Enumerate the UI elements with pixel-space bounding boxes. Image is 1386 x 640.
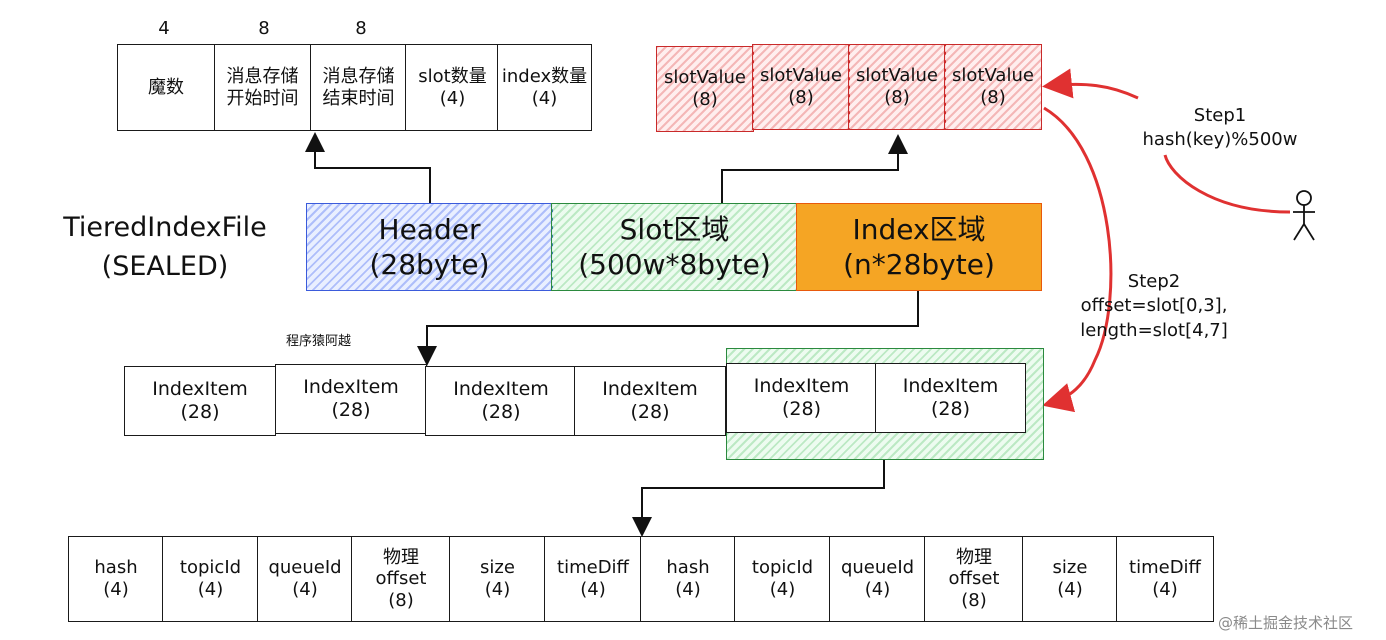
arrow-step1	[1048, 84, 1291, 214]
header-size-label: 4	[158, 18, 170, 39]
header-size-label: 8	[355, 18, 367, 39]
item-field: hash(4)	[640, 536, 736, 622]
item-field: queueId(4)	[829, 536, 926, 622]
item-field: topicId(4)	[162, 536, 259, 622]
arrow-index-to-items	[417, 291, 919, 366]
header-field-end-time: 消息存储 结束时间	[310, 44, 407, 131]
slot-value-box: slotValue (8)	[944, 44, 1042, 130]
index-item: IndexItem (28)	[726, 363, 877, 433]
index-item: IndexItem (28)	[275, 364, 427, 434]
item-field: size(4)	[1022, 536, 1118, 622]
step2-label: Step2 offset=slot[0,3], length=slot[4,7]	[1080, 271, 1228, 341]
arrow-header-to-fields	[305, 132, 431, 203]
header-field-slot-count: slot数量 (4)	[405, 44, 500, 131]
item-field: timeDiff(4)	[1116, 536, 1214, 622]
step1-label: Step1 hash(key)%500w	[1142, 105, 1298, 151]
index-item: IndexItem (28)	[124, 366, 276, 436]
header-size-label: 8	[258, 18, 270, 39]
header-field-begin-time: 消息存储 开始时间	[214, 44, 311, 131]
item-field: topicId(4)	[734, 536, 831, 622]
slot-value-box: slotValue (8)	[848, 44, 946, 130]
arrow-step2	[1042, 106, 1113, 413]
arrow-slot-to-values	[721, 134, 908, 203]
item-field: size(4)	[449, 536, 546, 622]
item-field: timeDiff(4)	[544, 536, 642, 622]
region-slot: Slot区域 (500w*8byte)	[551, 203, 798, 291]
file-title: TieredIndexFile (SEALED)	[63, 212, 267, 283]
slot-value-box: slotValue (8)	[656, 46, 754, 132]
arrow-items-to-fields	[632, 460, 885, 537]
index-item: IndexItem (28)	[425, 366, 577, 436]
user-figure	[1293, 190, 1315, 241]
region-header: Header (28byte)	[306, 203, 553, 291]
watermark: @稀土掘金技术社区	[1218, 614, 1354, 632]
header-field-magic: 魔数	[117, 44, 215, 131]
region-index: Index区域 (n*28byte)	[796, 203, 1042, 291]
item-field: queueId(4)	[257, 536, 353, 622]
slot-value-box: slotValue (8)	[752, 44, 850, 130]
author-label: 程序猿阿越	[286, 334, 352, 349]
item-field: hash(4)	[68, 536, 164, 622]
header-field-index-count: index数量 (4)	[497, 44, 592, 131]
index-item: IndexItem (28)	[875, 363, 1026, 433]
index-item: IndexItem (28)	[574, 366, 726, 436]
